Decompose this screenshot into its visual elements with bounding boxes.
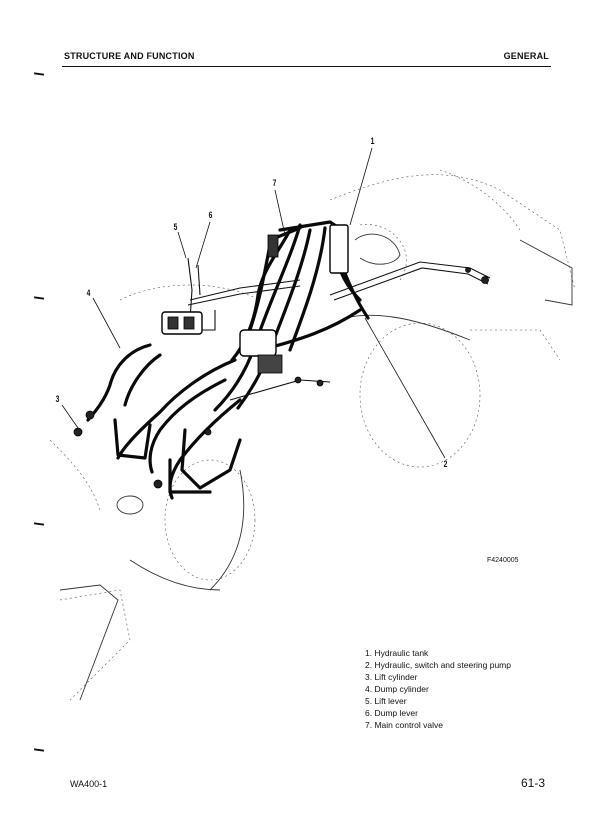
callout-2: 2 bbox=[443, 459, 448, 469]
pilot-lines bbox=[175, 257, 491, 401]
callout-1: 1 bbox=[370, 136, 375, 146]
legend-item: 2. Hydraulic, switch and steering pump bbox=[365, 660, 511, 670]
model-number: WA400-1 bbox=[70, 779, 108, 789]
section-title: STRUCTURE AND FUNCTION bbox=[64, 51, 195, 61]
legend-item: 3. Lift cylinder bbox=[365, 672, 418, 682]
components bbox=[73, 224, 489, 489]
callout-4: 4 bbox=[86, 288, 91, 298]
chapter-title: GENERAL bbox=[503, 51, 549, 61]
hydraulic-piping-illustration bbox=[49, 147, 576, 701]
legend-item: 7. Main control valve bbox=[365, 720, 443, 730]
figure-code: F4240005 bbox=[487, 557, 519, 564]
legend-item: 6. Dump lever bbox=[365, 708, 418, 718]
callout-5: 5 bbox=[173, 222, 178, 232]
hydraulic-hoses bbox=[86, 220, 370, 500]
callout-7: 7 bbox=[272, 178, 277, 188]
page-number: 61-3 bbox=[520, 776, 545, 790]
margin-tick bbox=[33, 748, 45, 752]
leader-lines bbox=[61, 147, 446, 459]
legend-item: 4. Dump cylinder bbox=[365, 684, 429, 694]
parts-legend: 1. Hydraulic tank 2. Hydraulic, switch a… bbox=[365, 647, 511, 731]
legend-item: 1. Hydraulic tank bbox=[365, 648, 429, 658]
legend-item: 5. Lift lever bbox=[365, 696, 407, 706]
machine-outline bbox=[49, 169, 576, 701]
callout-6: 6 bbox=[208, 210, 213, 220]
margin-tick bbox=[33, 72, 45, 76]
header-rule bbox=[62, 66, 551, 67]
callout-3: 3 bbox=[55, 394, 60, 404]
machine-frame bbox=[59, 233, 573, 701]
